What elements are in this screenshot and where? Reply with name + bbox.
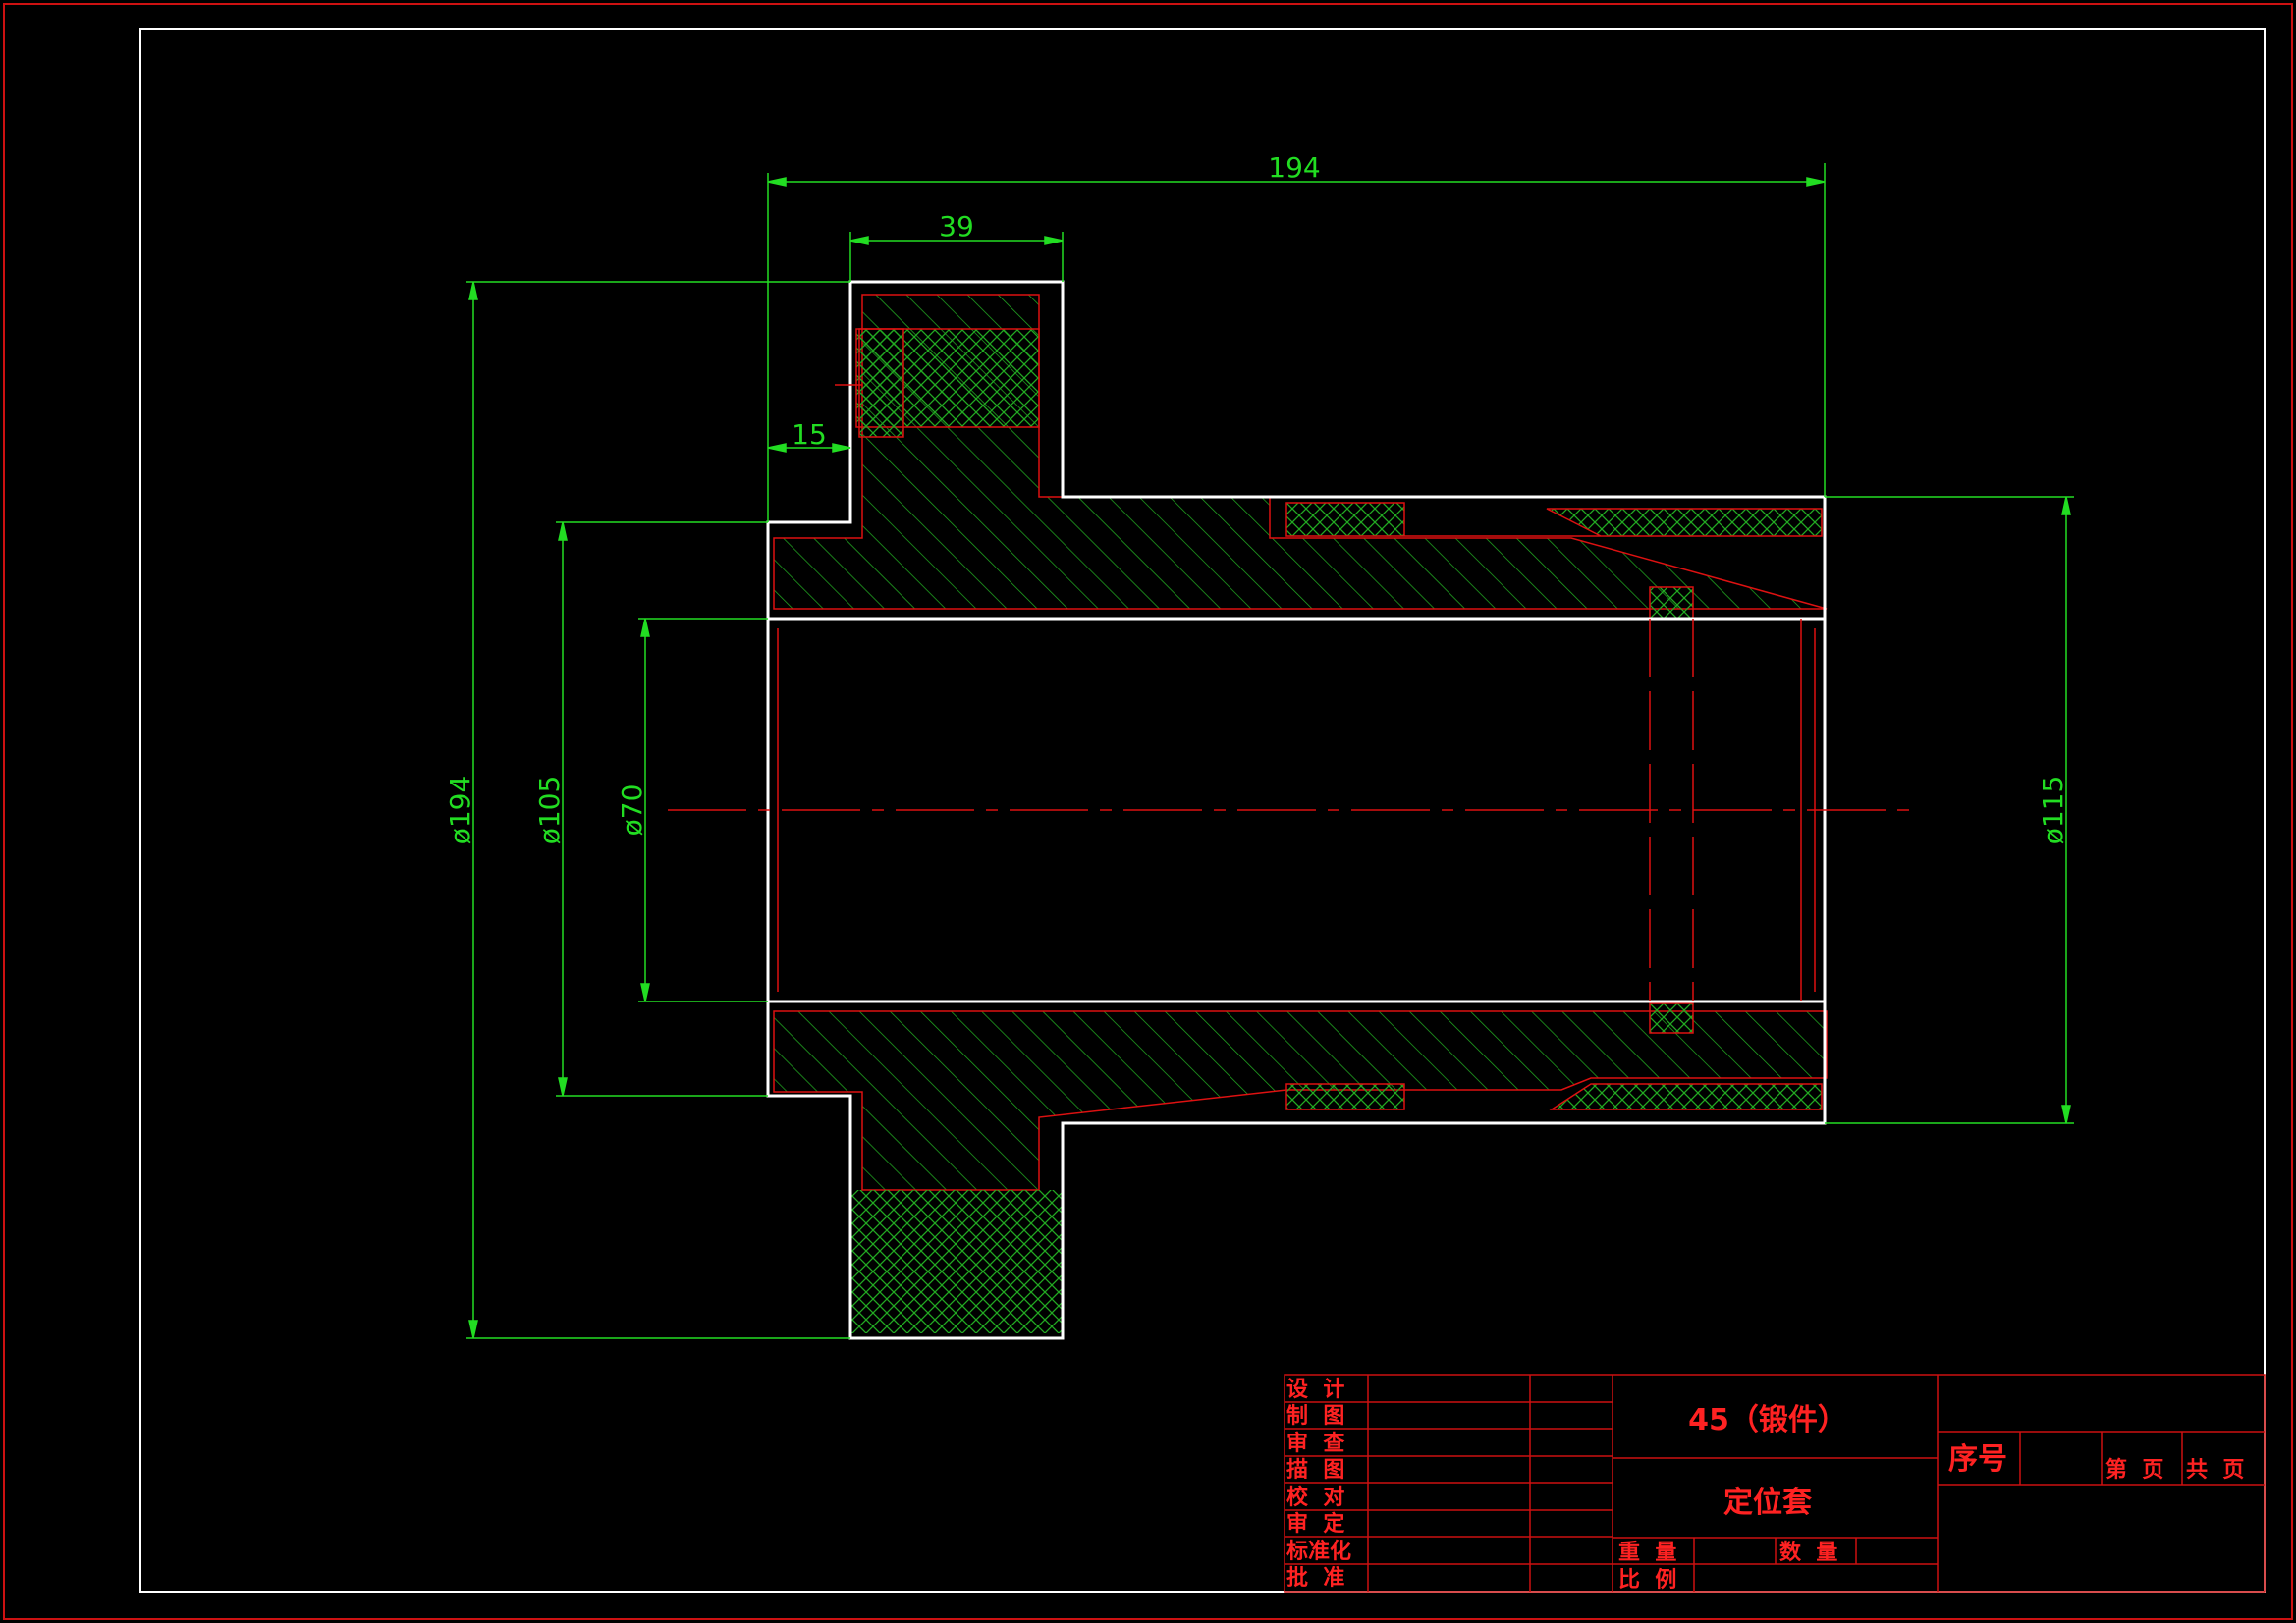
lower-body-crosshatch xyxy=(1285,1083,1823,1110)
quantity-label: 数 量 xyxy=(1779,1540,1837,1565)
role-tracing: 描 图 xyxy=(1286,1458,1344,1483)
dimensions xyxy=(466,163,2074,1339)
total-label: 共 页 xyxy=(2186,1458,2244,1483)
dim-flange-offset: 15 xyxy=(792,418,827,451)
role-review: 审 查 xyxy=(1286,1431,1344,1456)
role-standardization: 标准化 xyxy=(1286,1539,1351,1564)
outer-frame xyxy=(3,3,2293,1620)
role-drafting: 制 图 xyxy=(1286,1404,1344,1429)
role-design: 设 计 xyxy=(1286,1378,1344,1402)
lower-bore-key xyxy=(1649,1002,1694,1034)
role-approval: 批 准 xyxy=(1286,1566,1344,1591)
lower-flange-crosshatch xyxy=(850,1190,1063,1333)
dim-bore-outer-diameter: ø105 xyxy=(533,776,566,845)
dim-body-diameter: ø115 xyxy=(2037,776,2069,845)
hidden-lines xyxy=(668,384,1913,1001)
role-check: 校 对 xyxy=(1286,1485,1344,1510)
weight-label: 重 量 xyxy=(1618,1541,1676,1565)
lower-flange-hatch xyxy=(773,1010,1828,1191)
section-hatching xyxy=(773,294,1828,1333)
material-label: 45（锻件） xyxy=(1688,1403,1847,1437)
upper-bore-key xyxy=(1649,586,1694,620)
dim-flange-width: 39 xyxy=(939,210,974,243)
dim-bore-diameter: ø70 xyxy=(616,784,648,837)
lower-outline xyxy=(766,1000,1827,1340)
sheet-label: 第 页 xyxy=(2105,1457,2163,1483)
scale-label: 比 例 xyxy=(1618,1568,1676,1593)
part-name: 定位套 xyxy=(1723,1486,1812,1520)
title-block xyxy=(1284,1374,2266,1593)
upper-body-crosshatch xyxy=(1285,502,1823,537)
sequence-label: 序号 xyxy=(1948,1442,2007,1477)
role-approve-review: 审 定 xyxy=(1286,1511,1344,1537)
dim-overall-length: 194 xyxy=(1268,151,1320,184)
inner-frame xyxy=(139,28,2266,1593)
upper-pin-crosshatch xyxy=(858,328,904,438)
dim-flange-diameter: ø194 xyxy=(444,776,476,845)
